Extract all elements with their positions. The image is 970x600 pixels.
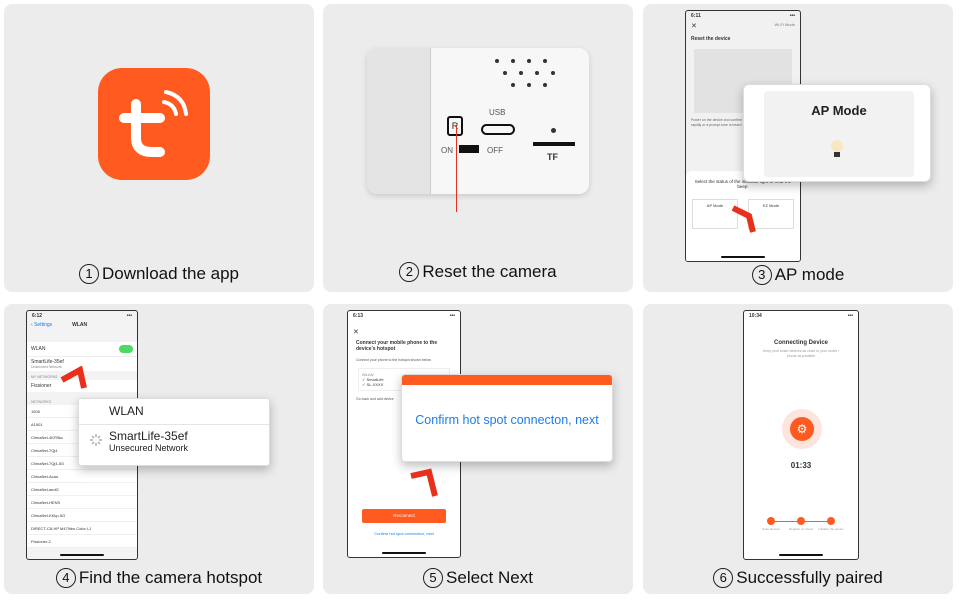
phone-screen-wlan: 6:12••• ‹ Settings WLAN WLAN SmartLife-3… [26,310,138,560]
network-row[interactable]: ChinaNet-aedG [27,483,137,496]
pointer-arrow-icon [60,366,87,389]
nav-title: WLAN [72,322,88,328]
wlan-toggle-row: WLAN [27,342,137,356]
back-button[interactable]: ‹ Settings [31,322,53,328]
network-row[interactable]: DIRECT-C8-HP M479dw Color LJ [27,522,137,535]
network-row[interactable]: ChinaNet-HENS [27,496,137,509]
pairing-step: Register on Cloud [788,517,814,531]
tf-indicator-dot [551,128,556,133]
confirm-popup: Confirm hot spot connecton, next [401,374,613,462]
step-card-6: 10:34••• Connecting Device Keep your sma… [643,304,953,594]
step-label: Register on Cloud [788,527,813,531]
page-title: Reset the device [691,36,731,42]
home-indicator [721,256,765,258]
step-number: 4 [55,568,76,588]
home-indicator [382,552,426,554]
pairing-steps: Scan devices Register on Cloud Initialize … [758,517,844,531]
pointer-arrow-icon [410,468,438,497]
confirm-next-link[interactable]: Confirm hot spot connection, next [374,531,434,536]
loading-spinner-icon [89,433,103,447]
step-number: 5 [423,568,444,588]
tf-slot [533,142,575,146]
speaker-grille [487,56,577,90]
network-row[interactable]: ChinaNet-7Qj4-5G [27,457,137,470]
page-subtitle: Keep your smart devices as close to your… [762,349,840,358]
power-switch[interactable] [459,145,479,153]
step-label: Initialize the device [818,527,844,531]
popup-confirm-text[interactable]: Confirm hot spot connecton, next [415,413,599,427]
progress-ring: ⚙ [782,409,822,449]
tuya-app-icon[interactable] [98,68,210,180]
home-indicator [779,554,823,556]
step-label: Scan devices [762,527,780,531]
status-bar: 6:13••• [353,312,455,319]
countdown-timer: 01:33 [790,461,812,470]
home-indicator [60,554,104,556]
popup-title: WLAN [79,399,269,425]
on-label: ON [441,146,453,155]
ap-mode-card[interactable]: AP Mode [764,91,914,177]
instruction-2: Go back and add device [356,397,394,401]
step-number: 2 [399,262,420,282]
step-card-5: 6:13••• ✕ Connect your mobile phone to t… [323,304,633,594]
current-network-row[interactable]: SmartLife-35ef Unsecured Network [27,356,137,371]
step-dot-icon [827,517,835,525]
close-icon[interactable]: ✕ [353,329,359,336]
step-card-4: 6:12••• ‹ Settings WLAN WLAN SmartLife-3… [4,304,314,594]
reset-pointer-line [456,126,457,212]
instruction-text: Power on the device and confirm that the… [691,118,793,127]
usb-port [481,124,515,135]
bulb-icon [830,139,844,159]
step-number: 6 [713,568,734,588]
reconnect-button[interactable]: Reconnect [362,509,446,523]
page-title: Connect your mobile phone to the device'… [356,340,438,352]
popup-network-row[interactable]: SmartLife-35ef Unsecured Network [79,425,269,457]
wlan-popup: WLAN SmartLife-35ef Unsecured Network [78,398,270,466]
select-status-text: Select the status of the indicator light… [694,179,792,189]
popup-header-bar [402,375,612,385]
page-title: Connecting Device [773,340,828,346]
pointer-arrow-icon [731,205,756,233]
pairing-step: Initialize the device [818,517,844,531]
wlan-toggle[interactable] [119,345,133,353]
networks-header: NETWORKS [31,400,52,404]
step-dot-icon [767,517,775,525]
ap-mode-popup: AP Mode [743,84,931,182]
camera-side-panel [367,48,431,194]
nav-bar: ✕ Wi-Fi Mode [686,20,800,32]
pairing-step: Scan devices [758,517,784,531]
off-label: OFF [487,146,503,155]
network-row[interactable]: ChinaNet-Acau [27,470,137,483]
status-bar: 6:11••• [691,12,795,19]
instruction-1: Connect your phone to the hotspot shown … [356,358,431,362]
option-ap-mode[interactable]: AP Mode [692,199,738,229]
tf-label: TF [547,152,558,162]
my-networks-header: MY NETWORKS [31,375,58,379]
mode-switch[interactable]: Wi-Fi Mode [774,22,795,27]
popup-title: AP Mode [811,103,867,118]
close-icon[interactable]: ✕ [691,23,697,30]
network-row[interactable]: Fissioner-2 [27,535,137,548]
network-row[interactable]: ChinaNet-KKkp-5G [27,509,137,522]
nav-bar: ‹ Settings WLAN [27,320,137,330]
step-card-3: 6:11••• ✕ Wi-Fi Mode Reset the device Po… [643,4,953,292]
reset-button[interactable]: R [447,116,463,136]
step-number: 1 [78,264,99,284]
step-number: 3 [751,265,772,285]
usb-label: USB [489,108,506,117]
step-dot-icon [797,517,805,525]
gear-icon: ⚙ [790,417,814,441]
camera-body: R USB ON OFF TF [367,48,589,194]
status-bar: 10:34••• [749,312,853,319]
phone-screen-paired: 10:34••• Connecting Device Keep your sma… [743,310,859,560]
status-bar: 6:12••• [32,312,132,319]
